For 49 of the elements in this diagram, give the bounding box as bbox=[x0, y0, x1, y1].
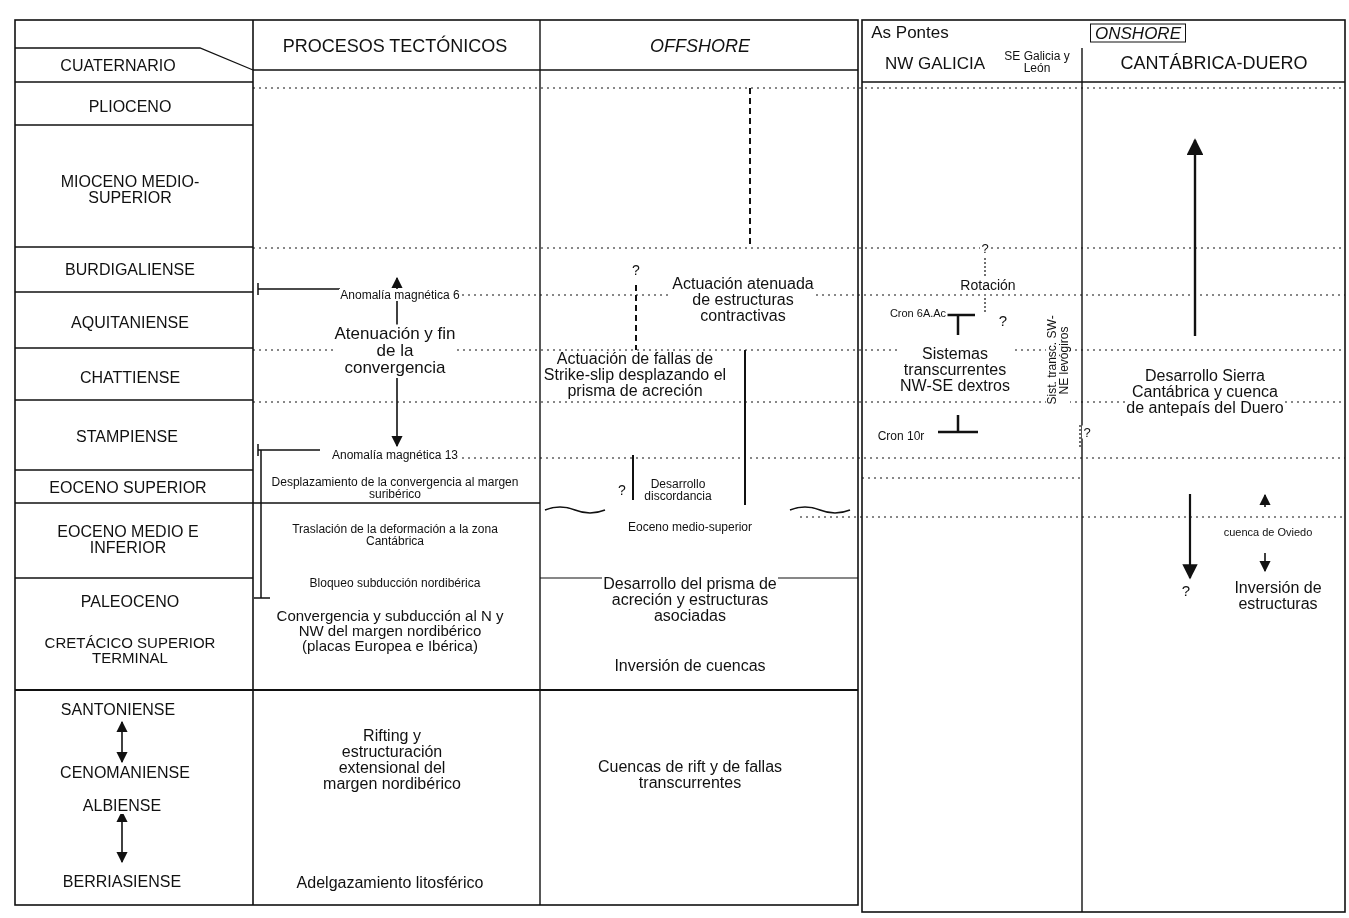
annotation-text: Eoceno medio-superior bbox=[626, 521, 754, 533]
annotation-text: Desarrollo Sierra Cantábrica y cuenca de antepaís del Duero bbox=[1125, 368, 1285, 416]
annotation-text: Desplazamiento de la convergencia al margen suribérico bbox=[270, 476, 520, 500]
annotation-text: Desarrollo del prisma de acreción y estructuras asociadas bbox=[602, 576, 778, 624]
column-header: As Pontes bbox=[870, 23, 950, 41]
annotation-text: Bloqueo subducción nordibérica bbox=[308, 577, 482, 589]
stage-label: EOCENO SUPERIOR bbox=[48, 480, 208, 496]
annotation-text: Anomalía magnética 6 bbox=[339, 289, 461, 301]
annotation-text: Inversión de estructuras bbox=[1233, 580, 1323, 612]
annotation-text: Actuación atenuada de estructuras contractivas bbox=[671, 276, 815, 324]
column-header: PROCESOS TECTÓNICOS bbox=[281, 37, 509, 55]
annotation-text: Inversión de cuencas bbox=[613, 658, 767, 674]
column-header: OFFSHORE bbox=[648, 37, 752, 55]
stage-label: CRETÁCICO SUPERIOR TERMINAL bbox=[43, 635, 217, 665]
stage-label: SANTONIENSE bbox=[59, 702, 177, 718]
stage-label: STAMPIENSE bbox=[75, 429, 179, 445]
annotation-text: Traslación de la deformación a la zona Cantábrica bbox=[291, 523, 499, 547]
stage-label: AQUITANIENSE bbox=[70, 315, 190, 331]
question-mark: ? bbox=[1082, 425, 1092, 439]
annotation-text: cuenca de Oviedo bbox=[1222, 526, 1314, 538]
annotation-text: Cuencas de rift y de fallas transcurrentes bbox=[596, 759, 784, 791]
column-header: ONSHORE bbox=[1090, 23, 1186, 43]
question-mark: ? bbox=[617, 483, 627, 497]
stage-label: CENOMANIENSE bbox=[59, 765, 191, 781]
annotation-text: Cron 10r bbox=[876, 430, 926, 442]
stage-label: PLIOCENO bbox=[87, 99, 173, 115]
stage-label: BURDIGALIENSE bbox=[64, 262, 196, 278]
annotation-text: Actuación de fallas de Strike-slip desplazando el prisma de acreción bbox=[542, 351, 728, 399]
annotation-text: Cron 6A.Ac bbox=[888, 307, 948, 319]
annotation-text: Sistemas transcurrentes NW-SE dextros bbox=[899, 346, 1011, 394]
stage-label: BERRIASIENSE bbox=[61, 874, 183, 890]
question-mark: ? bbox=[980, 241, 990, 255]
stage-label: EOCENO MEDIO E INFERIOR bbox=[56, 524, 200, 556]
annotation-text: Convergencia y subducción al N y NW del margen nordibérico (placas Europea e Ibérica) bbox=[275, 607, 505, 653]
stage-label: MIOCENO MEDIO-SUPERIOR bbox=[59, 174, 201, 206]
column-header: CANTÁBRICA-DUERO bbox=[1119, 54, 1309, 72]
stage-label: PALEOCENO bbox=[79, 594, 181, 610]
annotation-text: Anomalía magnética 13 bbox=[330, 449, 460, 461]
annotation-text: Desarrollo discordancia bbox=[643, 478, 713, 502]
annotation-text: Rotación bbox=[959, 278, 1017, 292]
column-header: SE Galicia y León bbox=[1003, 50, 1071, 74]
stage-label: CUATERNARIO bbox=[59, 58, 177, 74]
annotation-text: Atenuación y fin de la convergencia bbox=[333, 324, 457, 376]
annotation-text: Rifting y estructuración extensional del margen nordibérico bbox=[322, 728, 462, 792]
column-header: NW GALICIA bbox=[883, 54, 987, 72]
stage-label: CHATTIENSE bbox=[78, 370, 182, 386]
annotation-text: Adelgazamiento litosférico bbox=[295, 875, 485, 891]
stage-label: ALBIENSE bbox=[81, 798, 163, 814]
question-mark: ? bbox=[631, 263, 641, 277]
